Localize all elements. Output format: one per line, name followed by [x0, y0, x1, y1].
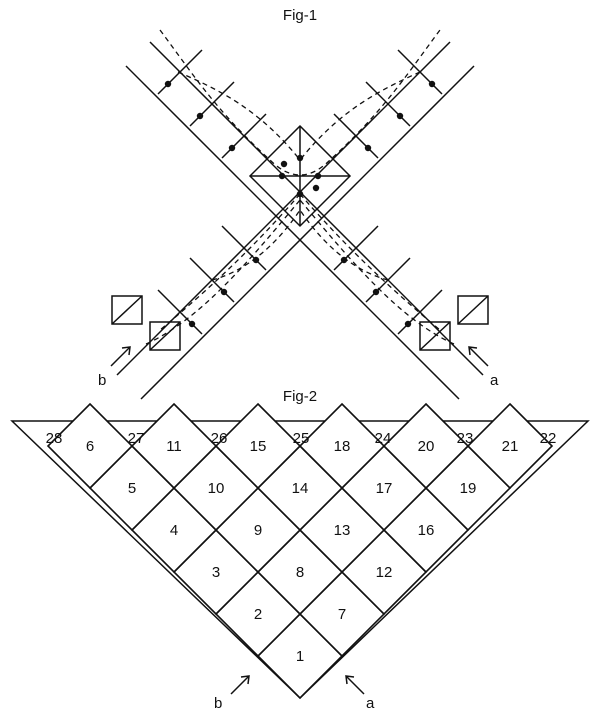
- rung: [189, 81, 235, 127]
- rung: [157, 49, 203, 95]
- top-row-label: 24: [375, 430, 392, 447]
- junction-dot: [278, 172, 286, 180]
- cell-label: 10: [208, 480, 225, 497]
- end-box-a-1: [457, 295, 489, 325]
- junction-dot: [296, 154, 304, 162]
- cell-label: 2: [254, 606, 262, 623]
- cell-label: 7: [338, 606, 346, 623]
- arrow-a-shaft: [345, 675, 365, 695]
- rung: [221, 225, 267, 271]
- fig-2-arrows: b a: [214, 675, 375, 712]
- fig-1-title: Fig-1: [283, 7, 317, 24]
- arrow-b-shaft: [230, 675, 250, 695]
- junction-dot: [188, 320, 196, 328]
- junction-dot: [312, 184, 320, 192]
- dashed-connector: [145, 199, 301, 345]
- junction-dot: [364, 144, 372, 152]
- rung: [157, 289, 203, 335]
- grid-cell: [298, 402, 386, 490]
- end-box-b-1: [111, 295, 143, 325]
- arrow-a-head: [345, 675, 355, 685]
- cell-label: 5: [128, 480, 136, 497]
- rail-fwd-2: [140, 65, 475, 400]
- cell-label: 3: [212, 564, 220, 581]
- end-box-b-2-diagonal: [149, 321, 181, 351]
- cell-label: 6: [86, 438, 94, 455]
- dashed-connector: [159, 29, 441, 176]
- rail-back-2: [125, 65, 460, 400]
- cell-label: 20: [418, 438, 435, 455]
- arrow-b-head: [240, 675, 250, 685]
- dashed-connector: [299, 71, 421, 161]
- top-row-label: 26: [211, 430, 228, 447]
- junction-dot: [228, 144, 236, 152]
- cell-label: 16: [418, 522, 435, 539]
- top-row-label: 28: [46, 430, 63, 447]
- grid-cell: [466, 402, 554, 490]
- fig-2-title: Fig-2: [283, 388, 317, 405]
- arrow-b-label: b: [214, 695, 222, 712]
- end-box-a-1-diagonal: [457, 295, 489, 325]
- junction-dot: [196, 112, 204, 120]
- junction-dot: [314, 172, 322, 180]
- junction-dot: [428, 80, 436, 88]
- arrow-b-label: b: [98, 372, 106, 389]
- dashed-connector: [159, 193, 301, 331]
- junction-dot: [372, 288, 380, 296]
- junction-dot: [220, 288, 228, 296]
- fig-1: Fig-1 b a: [98, 7, 499, 400]
- cell-label: 13: [334, 522, 351, 539]
- arrow-b-shaft: [110, 346, 131, 367]
- grid-cell: [214, 402, 302, 490]
- cell-label: 15: [250, 438, 267, 455]
- cell-label: 8: [296, 564, 304, 581]
- rung: [365, 81, 411, 127]
- cell-label: 1: [296, 648, 304, 665]
- fig-1-arrows: b a: [98, 346, 499, 389]
- rung: [221, 113, 267, 159]
- top-row-label: 27: [128, 430, 145, 447]
- top-row-label: 22: [540, 430, 557, 447]
- rung: [333, 113, 379, 159]
- arrow-a-head: [468, 346, 478, 356]
- top-row-label: 23: [457, 430, 474, 447]
- end-box-b-1-diagonal: [111, 295, 143, 325]
- junction-dot: [404, 320, 412, 328]
- cell-label: 12: [376, 564, 393, 581]
- grid-cell: [382, 402, 470, 490]
- rung: [333, 225, 379, 271]
- grid-cell: [130, 402, 218, 490]
- cell-label: 21: [502, 438, 519, 455]
- arrow-a-label: a: [490, 372, 499, 389]
- arrow-b-head: [121, 346, 131, 356]
- cell-label: 14: [292, 480, 309, 497]
- triangle-outline: [10, 420, 590, 700]
- cell-label: 11: [166, 438, 182, 455]
- cell-label: 19: [460, 480, 477, 497]
- grid-cell: [46, 402, 134, 490]
- end-box-a-2: [419, 321, 451, 351]
- arrow-a-shaft: [468, 346, 489, 367]
- rung: [397, 289, 443, 335]
- end-box-a-2-diagonal: [419, 321, 451, 351]
- top-row-label: 25: [293, 430, 310, 447]
- fig-1-cross-structure: [111, 29, 489, 400]
- dashed-connector: [299, 209, 389, 281]
- junction-dot: [280, 160, 288, 168]
- dashed-connector: [299, 193, 441, 331]
- cell-label: 9: [254, 522, 262, 539]
- cell-label: 17: [376, 480, 393, 497]
- dashed-connector: [299, 199, 455, 345]
- dashed-connector: [211, 209, 301, 281]
- cell-label: 18: [334, 438, 351, 455]
- cell-label: 4: [170, 522, 178, 539]
- junction-dot: [396, 112, 404, 120]
- dashed-connector: [177, 71, 301, 161]
- arrow-a-label: a: [366, 695, 375, 712]
- junction-dot: [164, 80, 172, 88]
